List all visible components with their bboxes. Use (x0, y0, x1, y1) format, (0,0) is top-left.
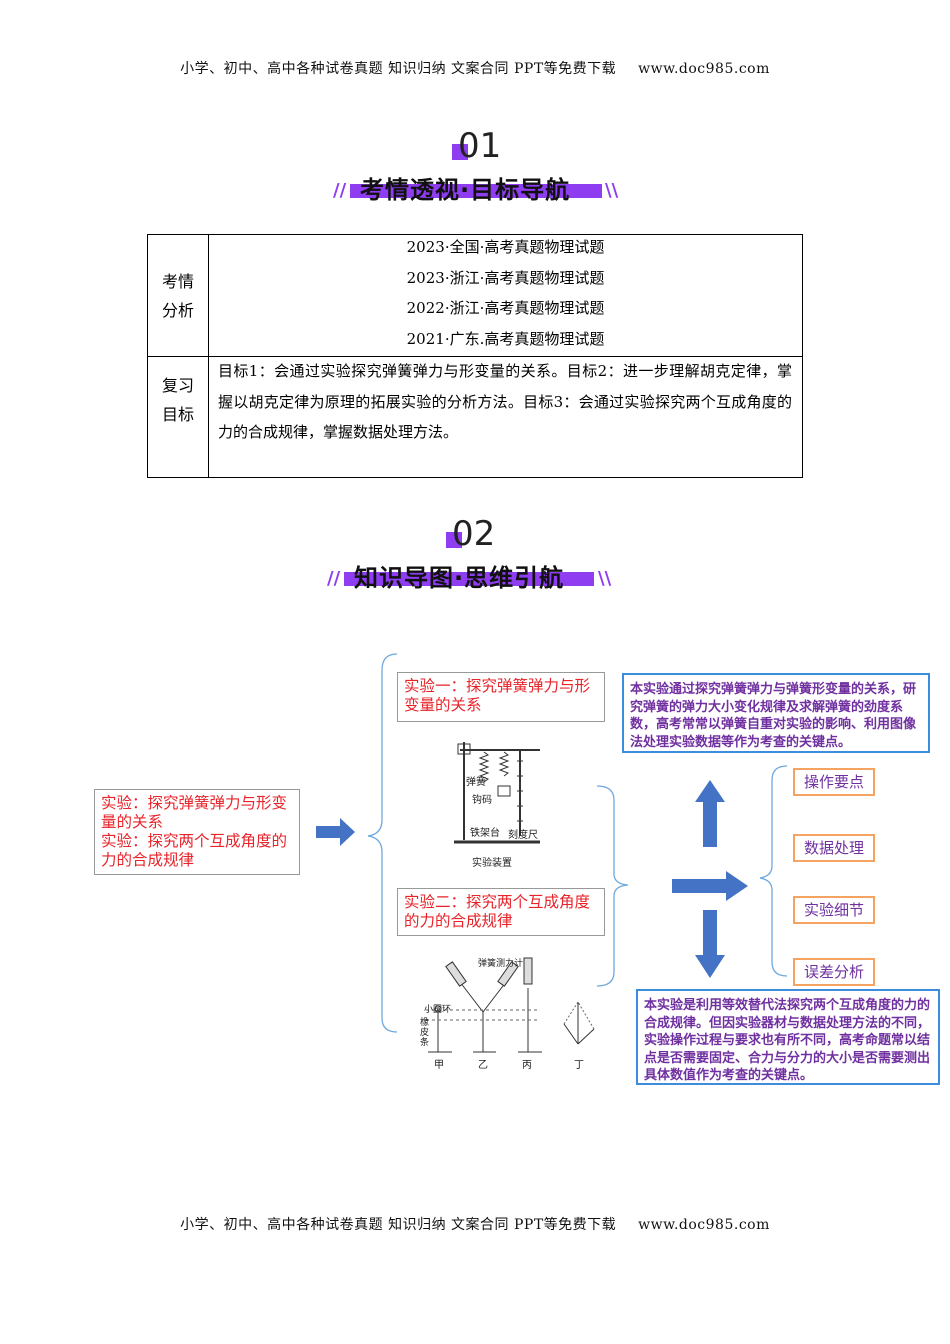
spring-apparatus-figure: 弹簧 钩码 铁架台 刻度尺 实验装置 (450, 736, 550, 869)
section-number: 01 (458, 126, 502, 166)
exam-item: 2023·浙江·高考真题物理试题 (406, 268, 605, 287)
topic-operation-points: 操作要点 (793, 768, 875, 796)
experiment-2-box: 实验二：探究两个互成角度的力的合成规律 (397, 888, 605, 936)
footer-site-link[interactable]: www.doc985.com (638, 1217, 770, 1233)
topic-error-analysis: 误差分析 (793, 958, 875, 986)
decor-slash-icon: // (333, 180, 347, 201)
section-heading-1: 01 // \\ 考情透视·目标导航 (0, 126, 950, 208)
decor-slash-icon: // (327, 568, 341, 589)
note-box-experiment-1: 本实验通过探究弹簧弹力与弹簧形变量的关系，研究弹簧的弹力大小变化规律及求解弹簧的… (622, 673, 930, 753)
root-topic-box: 实验：探究弹簧弹力与形变量的关系 实验：探究两个互成角度的力的合成规律 (94, 789, 300, 875)
topic-data-processing: 数据处理 (793, 834, 875, 862)
mindmap-connectors (316, 653, 788, 1033)
root-topic-1: 实验：探究弹簧弹力与形变量的关系 (101, 794, 288, 831)
exam-analysis-table: 考情分析 2023·全国·高考真题物理试题 2023·浙江·高考真题物理试题 2… (147, 234, 803, 478)
header-site-link[interactable]: www.doc985.com (638, 61, 770, 77)
force-composition-figure: 弹簧测力计 小圆环 橡皮条 甲 乙 丙 丁 (418, 954, 618, 1071)
note-box-experiment-2: 本实验是利用等效替代法探究两个互成角度的力的合成规律。但因实验器材与数据处理方法… (636, 989, 940, 1085)
experiment-1-box: 实验一：探究弹簧弹力与形变量的关系 (397, 672, 605, 722)
arrow-right-icon (316, 818, 355, 846)
exam-item: 2022·浙江·高考真题物理试题 (406, 299, 605, 317)
arrow-down-icon (695, 910, 725, 978)
exam-list: 2023·全国·高考真题物理试题 2023·浙江·高考真题物理试题 2022·浙… (209, 232, 802, 354)
arrow-up-icon (695, 780, 725, 847)
section-number: 02 (452, 514, 496, 554)
page-footer: 小学、初中、高中各种试卷真题 知识归纳 文案合同 PPT等免费下载 www.doc… (0, 1214, 950, 1234)
page-header: 小学、初中、高中各种试卷真题 知识归纳 文案合同 PPT等免费下载 www.doc… (0, 58, 950, 78)
section-title: 考情透视·目标导航 (360, 176, 571, 204)
root-topic-2: 实验：探究两个互成角度的力的合成规律 (101, 832, 288, 869)
section-title: 知识导图·思维引航 (354, 564, 565, 592)
footer-text: 小学、初中、高中各种试卷真题 知识归纳 文案合同 PPT等免费下载 (180, 1217, 617, 1233)
exam-item: 2021·广东.高考真题物理试题 (406, 329, 605, 348)
decor-slash-icon: \\ (598, 568, 612, 589)
header-text: 小学、初中、高中各种试卷真题 知识归纳 文案合同 PPT等免费下载 (180, 61, 617, 77)
label-review-goals: 复习目标 (161, 376, 194, 424)
topic-experiment-details: 实验细节 (793, 896, 875, 924)
section-heading-2: 02 // \\ 知识导图·思维引航 (0, 514, 950, 594)
decor-slash-icon: \\ (605, 180, 619, 201)
exam-item: 2023·全国·高考真题物理试题 (406, 238, 605, 256)
arrow-right-icon (672, 871, 748, 901)
label-exam-analysis: 考情分析 (161, 272, 194, 320)
review-goals-text: 目标1：会通过实验探究弹簧弹力与形变量的关系。目标2：进一步理解胡克定律，掌握以… (218, 362, 792, 441)
